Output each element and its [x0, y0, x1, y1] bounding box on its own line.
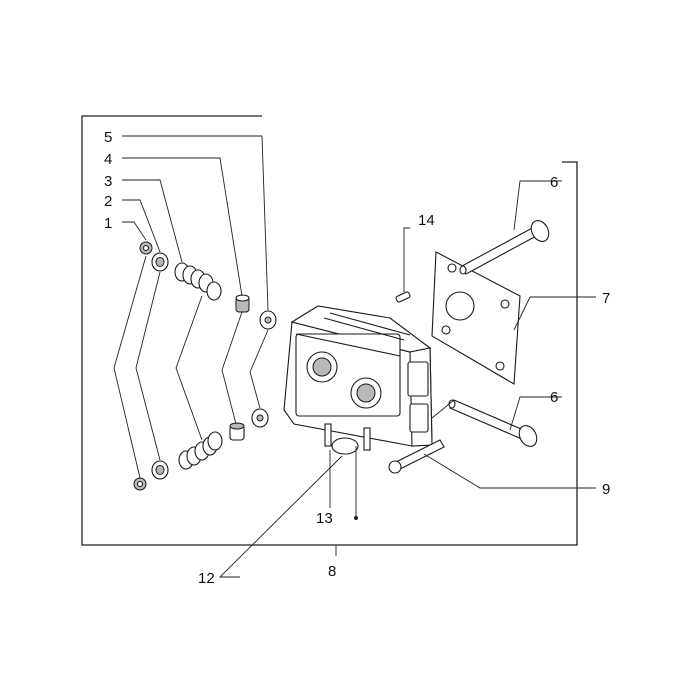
callout-13: 13 [316, 510, 333, 527]
callout-5: 5 [104, 129, 112, 146]
valve-spring-top [174, 262, 222, 301]
valve-collet-top [139, 241, 153, 255]
o-ring [331, 437, 359, 455]
callout-12: 12 [198, 570, 215, 587]
valve-collet-bottom [133, 477, 147, 491]
valve-top [459, 220, 550, 275]
stud-bolts [324, 423, 371, 451]
spring-seat-washer-top [259, 310, 277, 330]
callout-1: 1 [104, 215, 112, 232]
cylinder-head [283, 305, 433, 447]
callout-8: 8 [328, 563, 336, 580]
assembly-frame [81, 115, 578, 556]
spring-seat-washer-bottom [251, 408, 269, 428]
valve-bottom [448, 399, 538, 447]
spring-retainer-bottom [151, 460, 169, 480]
callout-3: 3 [104, 173, 112, 190]
valve-spring-bottom [178, 431, 223, 470]
callout-14: 14 [418, 212, 435, 229]
head-bolt [388, 439, 445, 474]
dowel-pin [395, 291, 411, 303]
callout-6-top: 6 [550, 174, 558, 191]
spring-retainer-top [151, 252, 169, 272]
callout-7: 7 [602, 290, 610, 307]
valve-stem-seal-top [235, 294, 250, 313]
callout-6-bottom: 6 [550, 389, 558, 406]
head-gasket [431, 251, 521, 385]
leader-lines [113, 135, 596, 578]
callout-2: 2 [104, 193, 112, 210]
valve-stem-seal-bottom [229, 422, 245, 441]
callout-9: 9 [602, 481, 610, 498]
callout-4: 4 [104, 151, 112, 168]
